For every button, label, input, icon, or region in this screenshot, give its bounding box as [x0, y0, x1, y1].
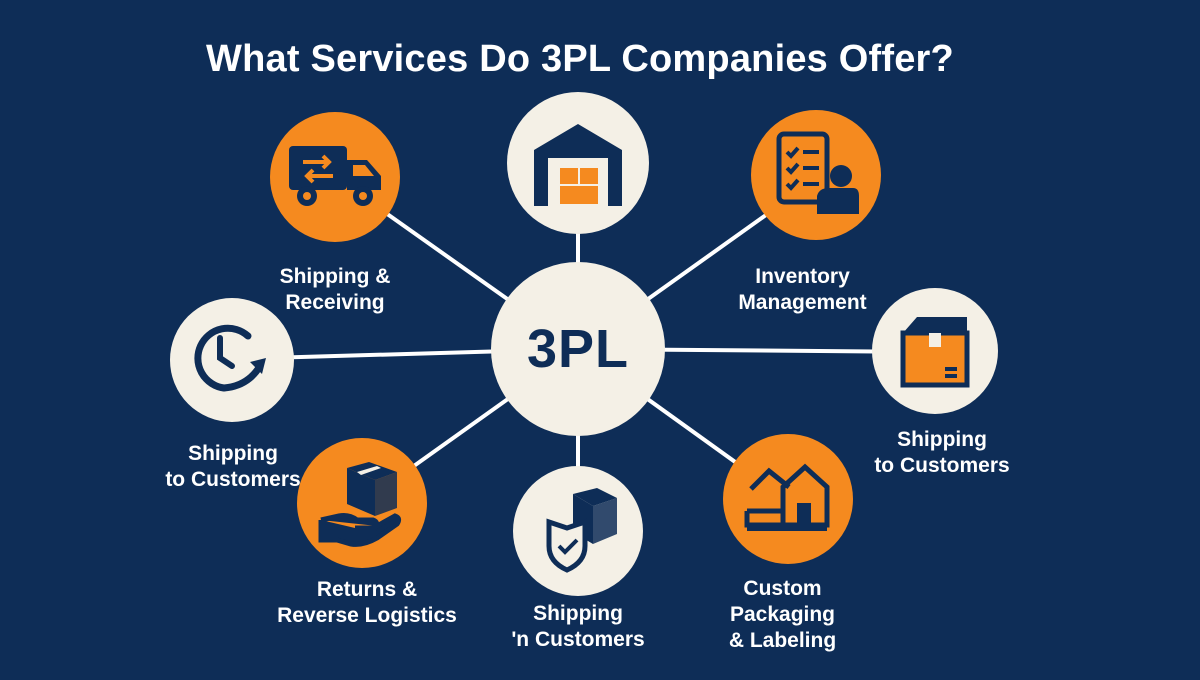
node-box-shipping: [872, 288, 998, 414]
label-packaging: Custom Packaging & Labeling: [728, 577, 837, 652]
packaging-label-icon: [744, 463, 830, 531]
node-shipping-receiving: [270, 112, 400, 242]
label-box-shipping: Shipping to Customers: [874, 428, 1010, 477]
node-warehousing: [507, 92, 649, 234]
hub-label: 3PL: [526, 319, 630, 379]
node-time-shipping: [170, 298, 294, 422]
hub-node: 3PL: [491, 262, 665, 436]
label-time-shipping: Shipping to Customers: [165, 442, 301, 491]
node-packaging: [723, 434, 853, 564]
node-inventory: [751, 110, 881, 240]
package-box-icon: [900, 317, 970, 388]
warehouse-icon: [534, 124, 622, 206]
label-shipping-receiving: Shipping & Receiving: [279, 265, 391, 314]
shield-box-icon: [546, 488, 617, 573]
hand-box-icon: [318, 462, 402, 547]
clock-arrow-icon: [194, 324, 266, 392]
node-returns: [297, 438, 427, 568]
diagram-title: What Services Do 3PL Companies Offer?: [206, 38, 954, 80]
delivery-truck-icon: [289, 146, 381, 206]
label-returns: Returns & Reverse Logistics: [277, 578, 457, 627]
inventory-checklist-icon: [776, 131, 859, 214]
node-secure-shipping: [513, 466, 643, 596]
label-secure-shipping: Shipping 'n Customers: [511, 602, 645, 651]
label-inventory: Inventory Management: [738, 265, 867, 314]
